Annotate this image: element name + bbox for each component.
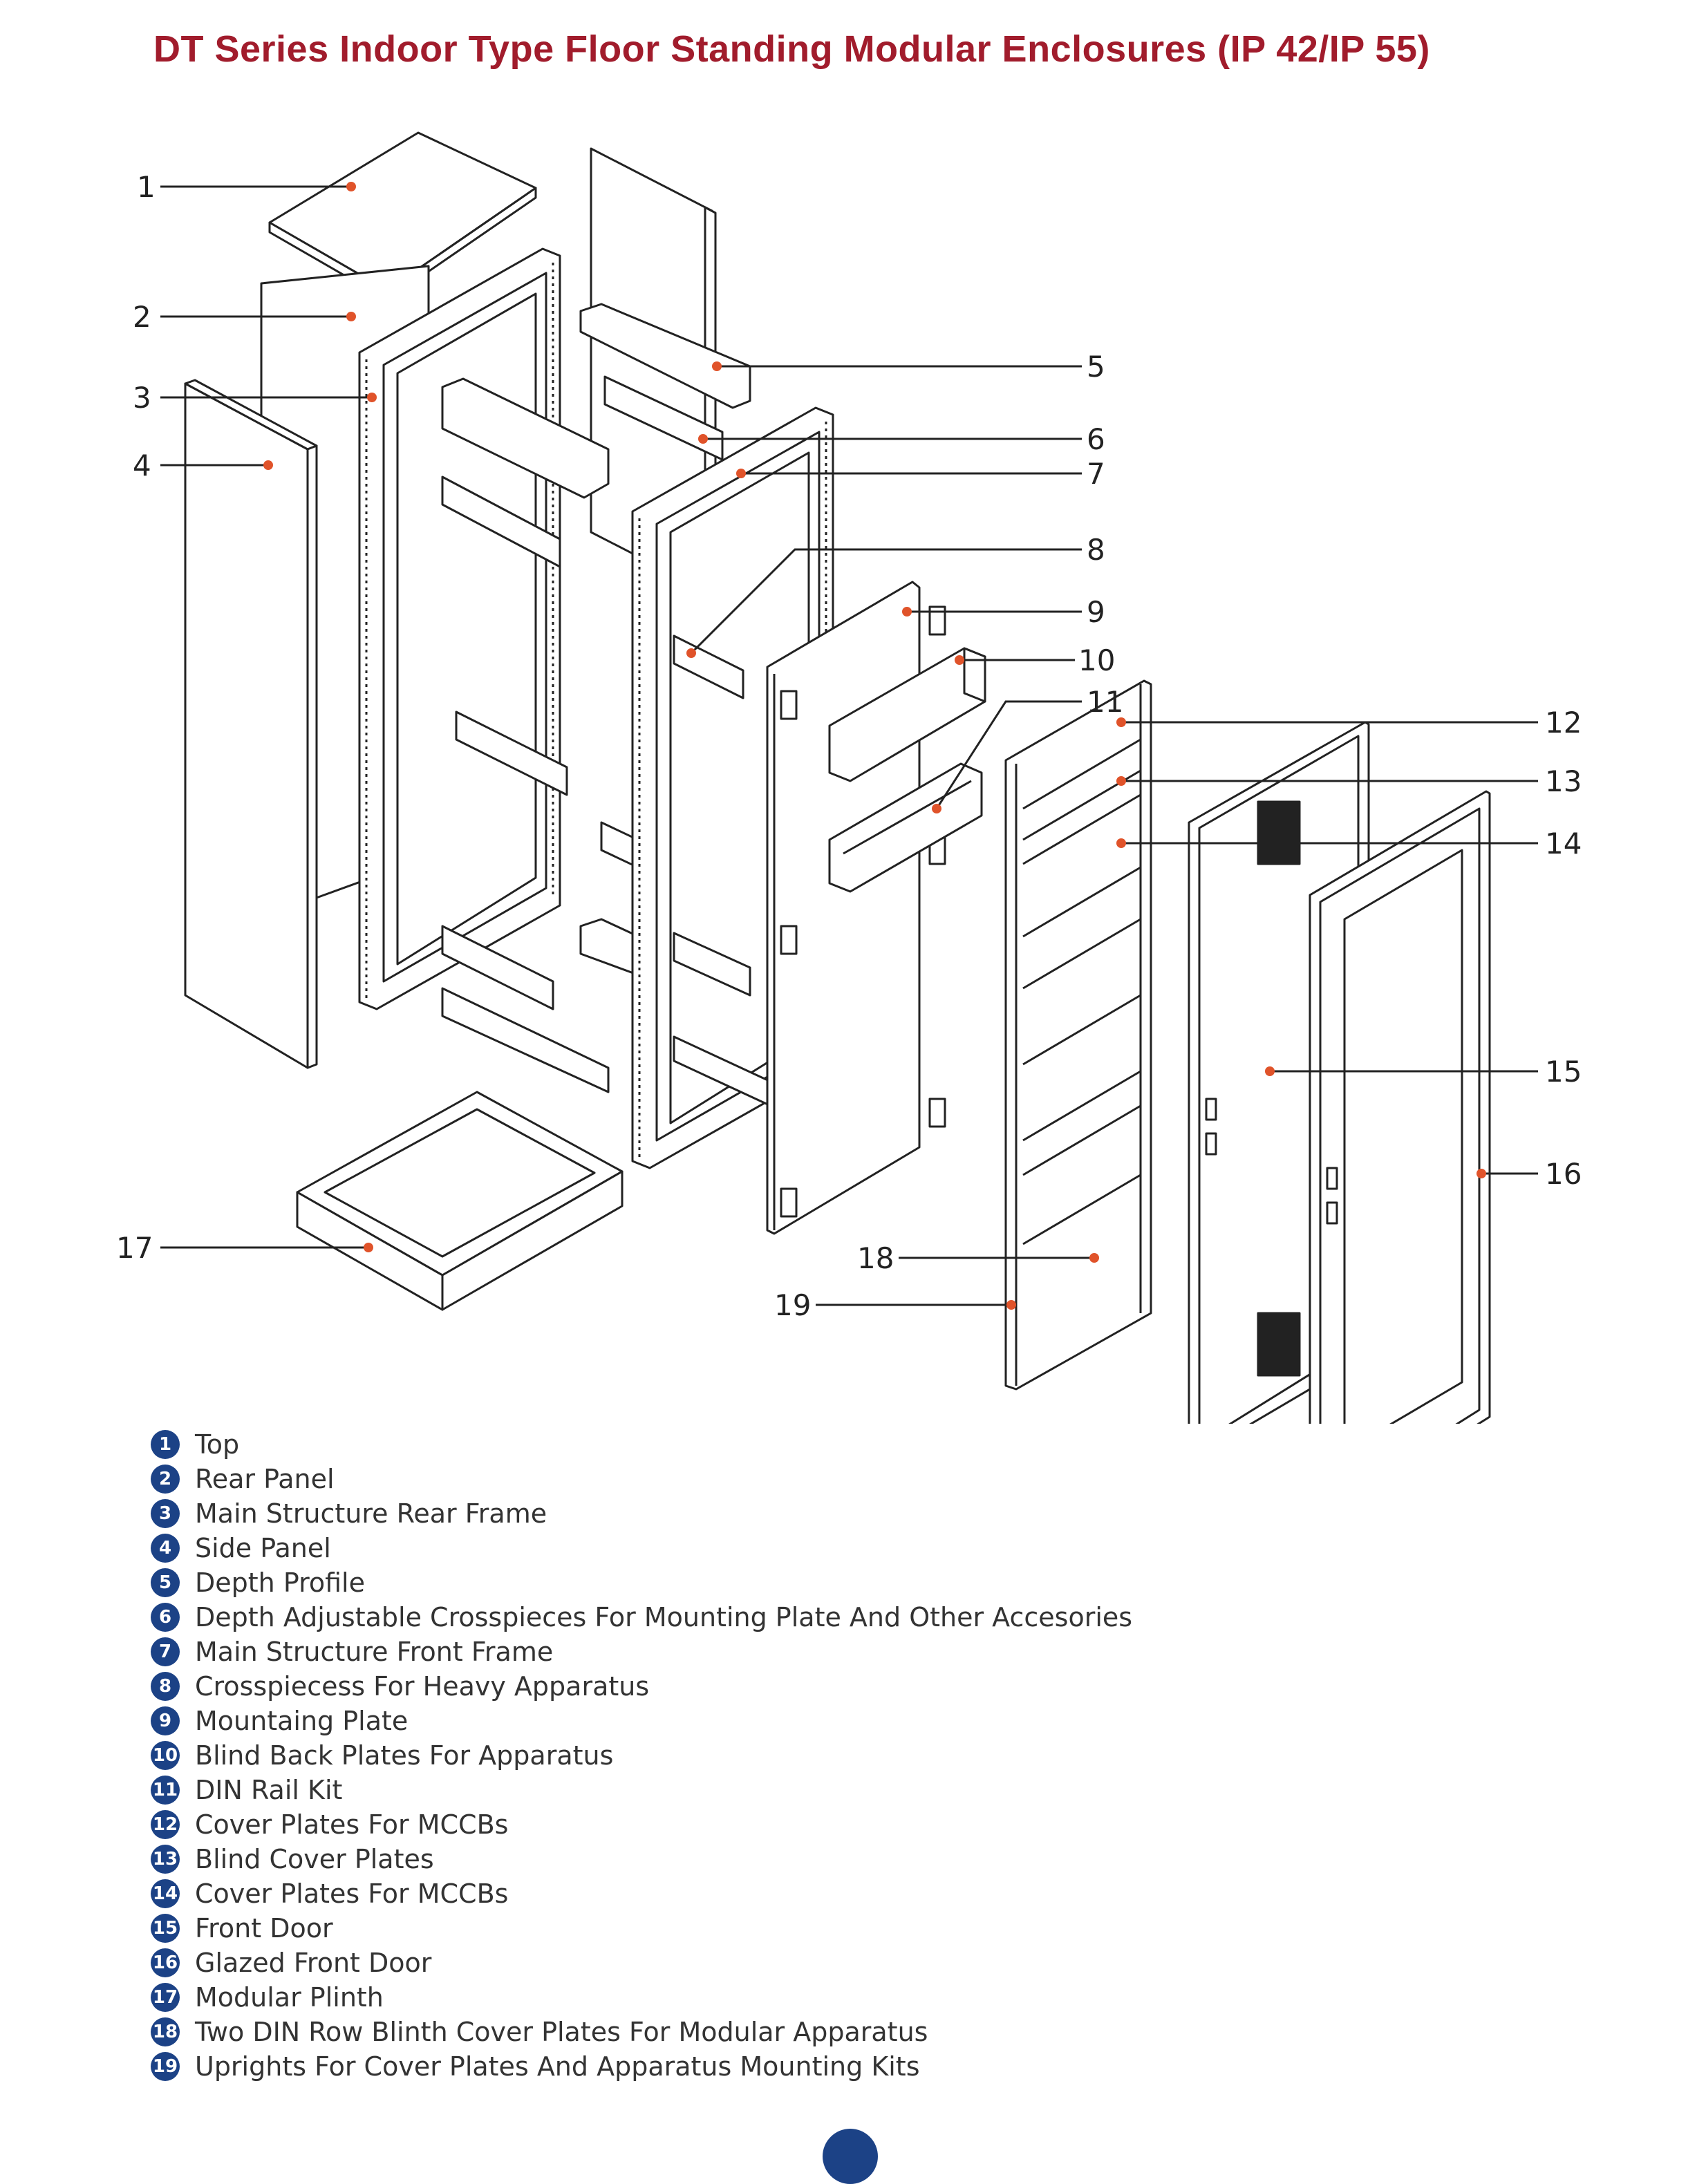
legend-item: 19 Uprights For Cover Plates And Apparatu… xyxy=(151,2049,1132,2084)
modular-plinth-part xyxy=(296,1091,624,1311)
legend-item: 5 Depth Profile xyxy=(151,1565,1132,1600)
callout-9: 9 xyxy=(1087,595,1105,629)
callout-19: 19 xyxy=(774,1288,811,1322)
leader-dots xyxy=(263,182,1486,1310)
legend-number-badge: 11 xyxy=(151,1776,180,1805)
glazed-front-door-part xyxy=(1309,790,1491,1424)
legend-number-badge: 12 xyxy=(151,1810,180,1839)
legend-number-badge: 8 xyxy=(151,1672,180,1701)
callout-17: 17 xyxy=(116,1231,153,1265)
legend-item: 16 Glazed Front Door xyxy=(151,1946,1132,1980)
callout-5: 5 xyxy=(1087,350,1105,384)
legend-item: 14 Cover Plates For MCCBs xyxy=(151,1876,1132,1911)
depth-profile-rails xyxy=(441,377,610,1093)
legend-item: 12 Cover Plates For MCCBs xyxy=(151,1807,1132,1842)
legend-label: Glazed Front Door xyxy=(195,1948,432,1978)
legend-item: 10 Blind Back Plates For Apparatus xyxy=(151,1738,1132,1773)
legend-number-badge: 7 xyxy=(151,1637,180,1666)
legend-label: Front Door xyxy=(195,1913,333,1943)
legend-label: Uprights For Cover Plates And Apparatus … xyxy=(195,2051,920,2082)
legend-item: 2 Rear Panel xyxy=(151,1462,1132,1496)
legend-number-badge: 13 xyxy=(151,1845,180,1874)
callout-18: 18 xyxy=(857,1241,894,1275)
callout-11: 11 xyxy=(1087,685,1123,719)
callout-4: 4 xyxy=(133,449,151,482)
legend-label: DIN Rail Kit xyxy=(195,1775,343,1805)
legend-number-badge: 2 xyxy=(151,1465,180,1494)
legend-label: Cover Plates For MCCBs xyxy=(195,1879,509,1909)
legend-label: Blind Back Plates For Apparatus xyxy=(195,1740,614,1771)
legend-item: 9 Mountaing Plate xyxy=(151,1704,1132,1738)
legend-number-badge: 14 xyxy=(151,1879,180,1908)
blind-back-plate-part xyxy=(828,647,986,782)
callout-2: 2 xyxy=(133,300,151,334)
legend-label: Depth Adjustable Crosspieces For Mountin… xyxy=(195,1602,1133,1632)
side-panel-part xyxy=(184,379,318,1069)
cover-plates-assembly-part xyxy=(1004,679,1152,1391)
legend-label: Top xyxy=(195,1429,240,1460)
legend-number-badge: 10 xyxy=(151,1741,180,1770)
legend-item: 8 Crosspiecess For Heavy Apparatus xyxy=(151,1669,1132,1704)
parts-legend: 1 Top 2 Rear Panel 3 Main Structure Rear Fr… xyxy=(151,1427,1132,2084)
legend-label: Cover Plates For MCCBs xyxy=(195,1809,509,1840)
legend-item: 17 Modular Plinth xyxy=(151,1980,1132,2015)
callout-6: 6 xyxy=(1087,422,1105,456)
legend-item: 7 Main Structure Front Frame xyxy=(151,1635,1132,1669)
callout-3: 3 xyxy=(133,381,151,415)
callout-7: 7 xyxy=(1087,457,1105,491)
legend-number-badge: 18 xyxy=(151,2017,180,2046)
legend-number-badge: 17 xyxy=(151,1983,180,2012)
callout-1: 1 xyxy=(137,170,156,204)
legend-label: Mountaing Plate xyxy=(195,1706,409,1736)
legend-label: Crosspiecess For Heavy Apparatus xyxy=(195,1671,650,1702)
legend-item: 11 DIN Rail Kit xyxy=(151,1773,1132,1807)
legend-label: Side Panel xyxy=(195,1533,331,1563)
callout-15: 15 xyxy=(1545,1055,1582,1089)
exploded-enclosure-diagram: 1 2 3 4 5 6 7 8 9 10 11 12 13 14 15 16 1… xyxy=(116,131,1582,1424)
callout-10: 10 xyxy=(1078,643,1115,677)
legend-label: Main Structure Front Frame xyxy=(195,1637,554,1667)
page-title: DT Series Indoor Type Floor Standing Mod… xyxy=(153,28,1430,70)
legend-number-badge: 19 xyxy=(151,2052,180,2081)
callout-8: 8 xyxy=(1087,533,1105,567)
legend-number-badge: 1 xyxy=(151,1430,180,1459)
legend-number-badge: 9 xyxy=(151,1706,180,1735)
callout-14: 14 xyxy=(1545,827,1582,860)
callout-12: 12 xyxy=(1545,706,1582,740)
legend-number-badge: 6 xyxy=(151,1603,180,1632)
legend-number-badge: 5 xyxy=(151,1568,180,1597)
legend-label: Modular Plinth xyxy=(195,1982,384,2013)
legend-item: 18 Two DIN Row Blinth Cover Plates For Mo… xyxy=(151,2015,1132,2049)
din-rail-part xyxy=(828,762,983,893)
legend-item: 4 Side Panel xyxy=(151,1531,1132,1565)
legend-item: 1 Top xyxy=(151,1427,1132,1462)
legend-label: Two DIN Row Blinth Cover Plates For Modu… xyxy=(195,2017,928,2047)
legend-number-badge: 4 xyxy=(151,1534,180,1563)
legend-label: Rear Panel xyxy=(195,1464,335,1494)
callout-16: 16 xyxy=(1545,1157,1582,1191)
leader-lines xyxy=(160,185,1538,1306)
callout-numbers: 1 2 3 4 5 6 7 8 9 10 11 12 13 14 15 16 1… xyxy=(116,170,1582,1322)
legend-number-badge: 3 xyxy=(151,1499,180,1528)
legend-number-badge: 16 xyxy=(151,1948,180,1977)
rear-frame-part xyxy=(358,247,561,1010)
legend-label: Blind Cover Plates xyxy=(195,1844,434,1874)
legend-number-badge: 15 xyxy=(151,1914,180,1943)
legend-label: Depth Profile xyxy=(195,1568,365,1598)
legend-item: 6 Depth Adjustable Crosspieces For Mounti… xyxy=(151,1600,1132,1635)
page-tab-circle xyxy=(823,2129,878,2184)
callout-13: 13 xyxy=(1545,764,1582,798)
legend-label: Main Structure Rear Frame xyxy=(195,1498,547,1529)
legend-item: 3 Main Structure Rear Frame xyxy=(151,1496,1132,1531)
legend-item: 15 Front Door xyxy=(151,1911,1132,1946)
legend-item: 13 Blind Cover Plates xyxy=(151,1842,1132,1876)
